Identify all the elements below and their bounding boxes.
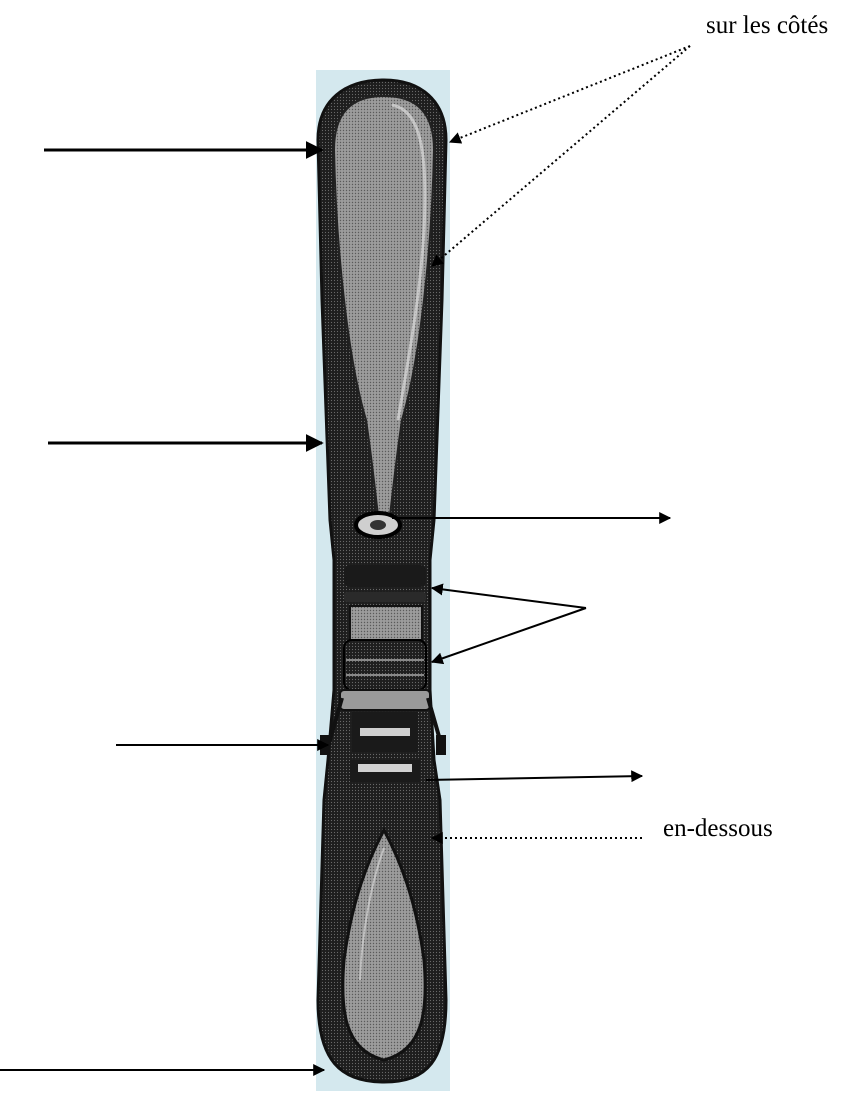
arrow-sides-upper — [450, 46, 690, 142]
label-underneath: en-dessous — [663, 815, 773, 843]
arrow-sides-lower — [432, 46, 690, 266]
arrow-converge-upper — [432, 588, 586, 608]
arrow-converge-lower — [432, 608, 586, 662]
ski — [318, 80, 446, 1082]
binding-heel-block — [344, 640, 426, 690]
arrow-right-2 — [426, 776, 642, 780]
label-sides: sur les côtés — [706, 12, 828, 40]
binding-plate-upper — [344, 565, 426, 587]
